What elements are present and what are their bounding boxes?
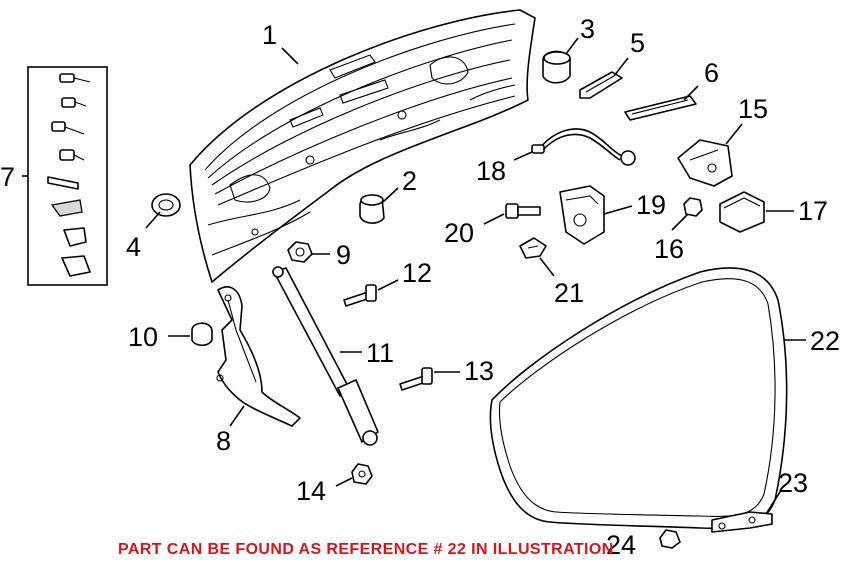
leader-15 (725, 123, 743, 145)
leader-3 (565, 37, 579, 55)
leader-6 (683, 85, 699, 101)
callout-23: 23 (778, 468, 808, 498)
part-8-hinge (216, 286, 301, 427)
leader-1 (281, 47, 299, 65)
leader-8 (229, 405, 245, 427)
callout-17: 17 (798, 196, 828, 226)
part-19-actuator (559, 185, 605, 245)
callout-24: 24 (606, 530, 636, 560)
callout-13: 13 (464, 356, 494, 386)
leader-12 (377, 279, 399, 291)
leader-4 (145, 211, 161, 229)
part-4-cap (151, 193, 181, 217)
callout-10: 10 (128, 322, 158, 352)
part-3-grommet (542, 50, 571, 84)
part-17-switch (719, 191, 765, 233)
leader-lines (22, 37, 806, 515)
part-20-bolt (505, 203, 541, 219)
leader-19 (603, 205, 633, 215)
leader-5 (613, 57, 629, 77)
leader-20 (483, 213, 505, 225)
leader-23 (765, 491, 781, 515)
part-15-latch (677, 139, 733, 187)
callout-14: 14 (296, 476, 326, 506)
part-5-bracket (579, 71, 623, 99)
part-18-release-cable (531, 128, 636, 166)
callout-6: 6 (704, 58, 719, 88)
callout-1: 1 (262, 20, 277, 50)
callout-8: 8 (216, 426, 231, 456)
part-1-trunk-lid (189, 9, 536, 283)
callout-numbers: 1 2 3 4 5 6 7 8 9 10 11 12 13 14 15 16 1… (0, 14, 840, 560)
part-24-nut (659, 529, 681, 549)
part-21-clip (519, 237, 547, 259)
part-6-handle (624, 95, 697, 121)
leader-2 (382, 187, 399, 203)
callout-18: 18 (476, 156, 506, 186)
leader-18 (513, 151, 533, 161)
callout-22: 22 (810, 326, 840, 356)
part-22-weatherstrip (489, 267, 788, 530)
callout-7: 7 (0, 162, 15, 192)
part-7-fastener-set (27, 66, 108, 286)
callout-5: 5 (630, 28, 645, 58)
callout-12: 12 (402, 258, 432, 288)
leader-16 (671, 213, 689, 231)
part-11-lift-support (272, 266, 379, 446)
callout-15: 15 (738, 94, 768, 124)
callout-19: 19 (636, 190, 666, 220)
callout-16: 16 (654, 234, 684, 264)
part-12-bolt (343, 284, 377, 307)
reference-notice: PART CAN BE FOUND AS REFERENCE # 22 IN I… (118, 541, 614, 558)
leader-21 (539, 257, 555, 277)
part-9-nut (287, 241, 313, 263)
part-16-nut (683, 197, 703, 217)
callout-2: 2 (402, 166, 417, 196)
part-10-bushing (191, 322, 213, 347)
part-13-bolt (399, 367, 433, 391)
leader-14 (335, 477, 353, 487)
callout-21: 21 (554, 278, 584, 308)
part-2-bump-stop (359, 194, 385, 224)
part-14-nut (351, 463, 373, 485)
callout-4: 4 (126, 232, 141, 262)
callout-9: 9 (336, 240, 351, 270)
callout-20: 20 (444, 218, 474, 248)
part-23-striker (711, 511, 773, 533)
callout-11: 11 (366, 338, 394, 368)
callout-3: 3 (580, 14, 595, 44)
